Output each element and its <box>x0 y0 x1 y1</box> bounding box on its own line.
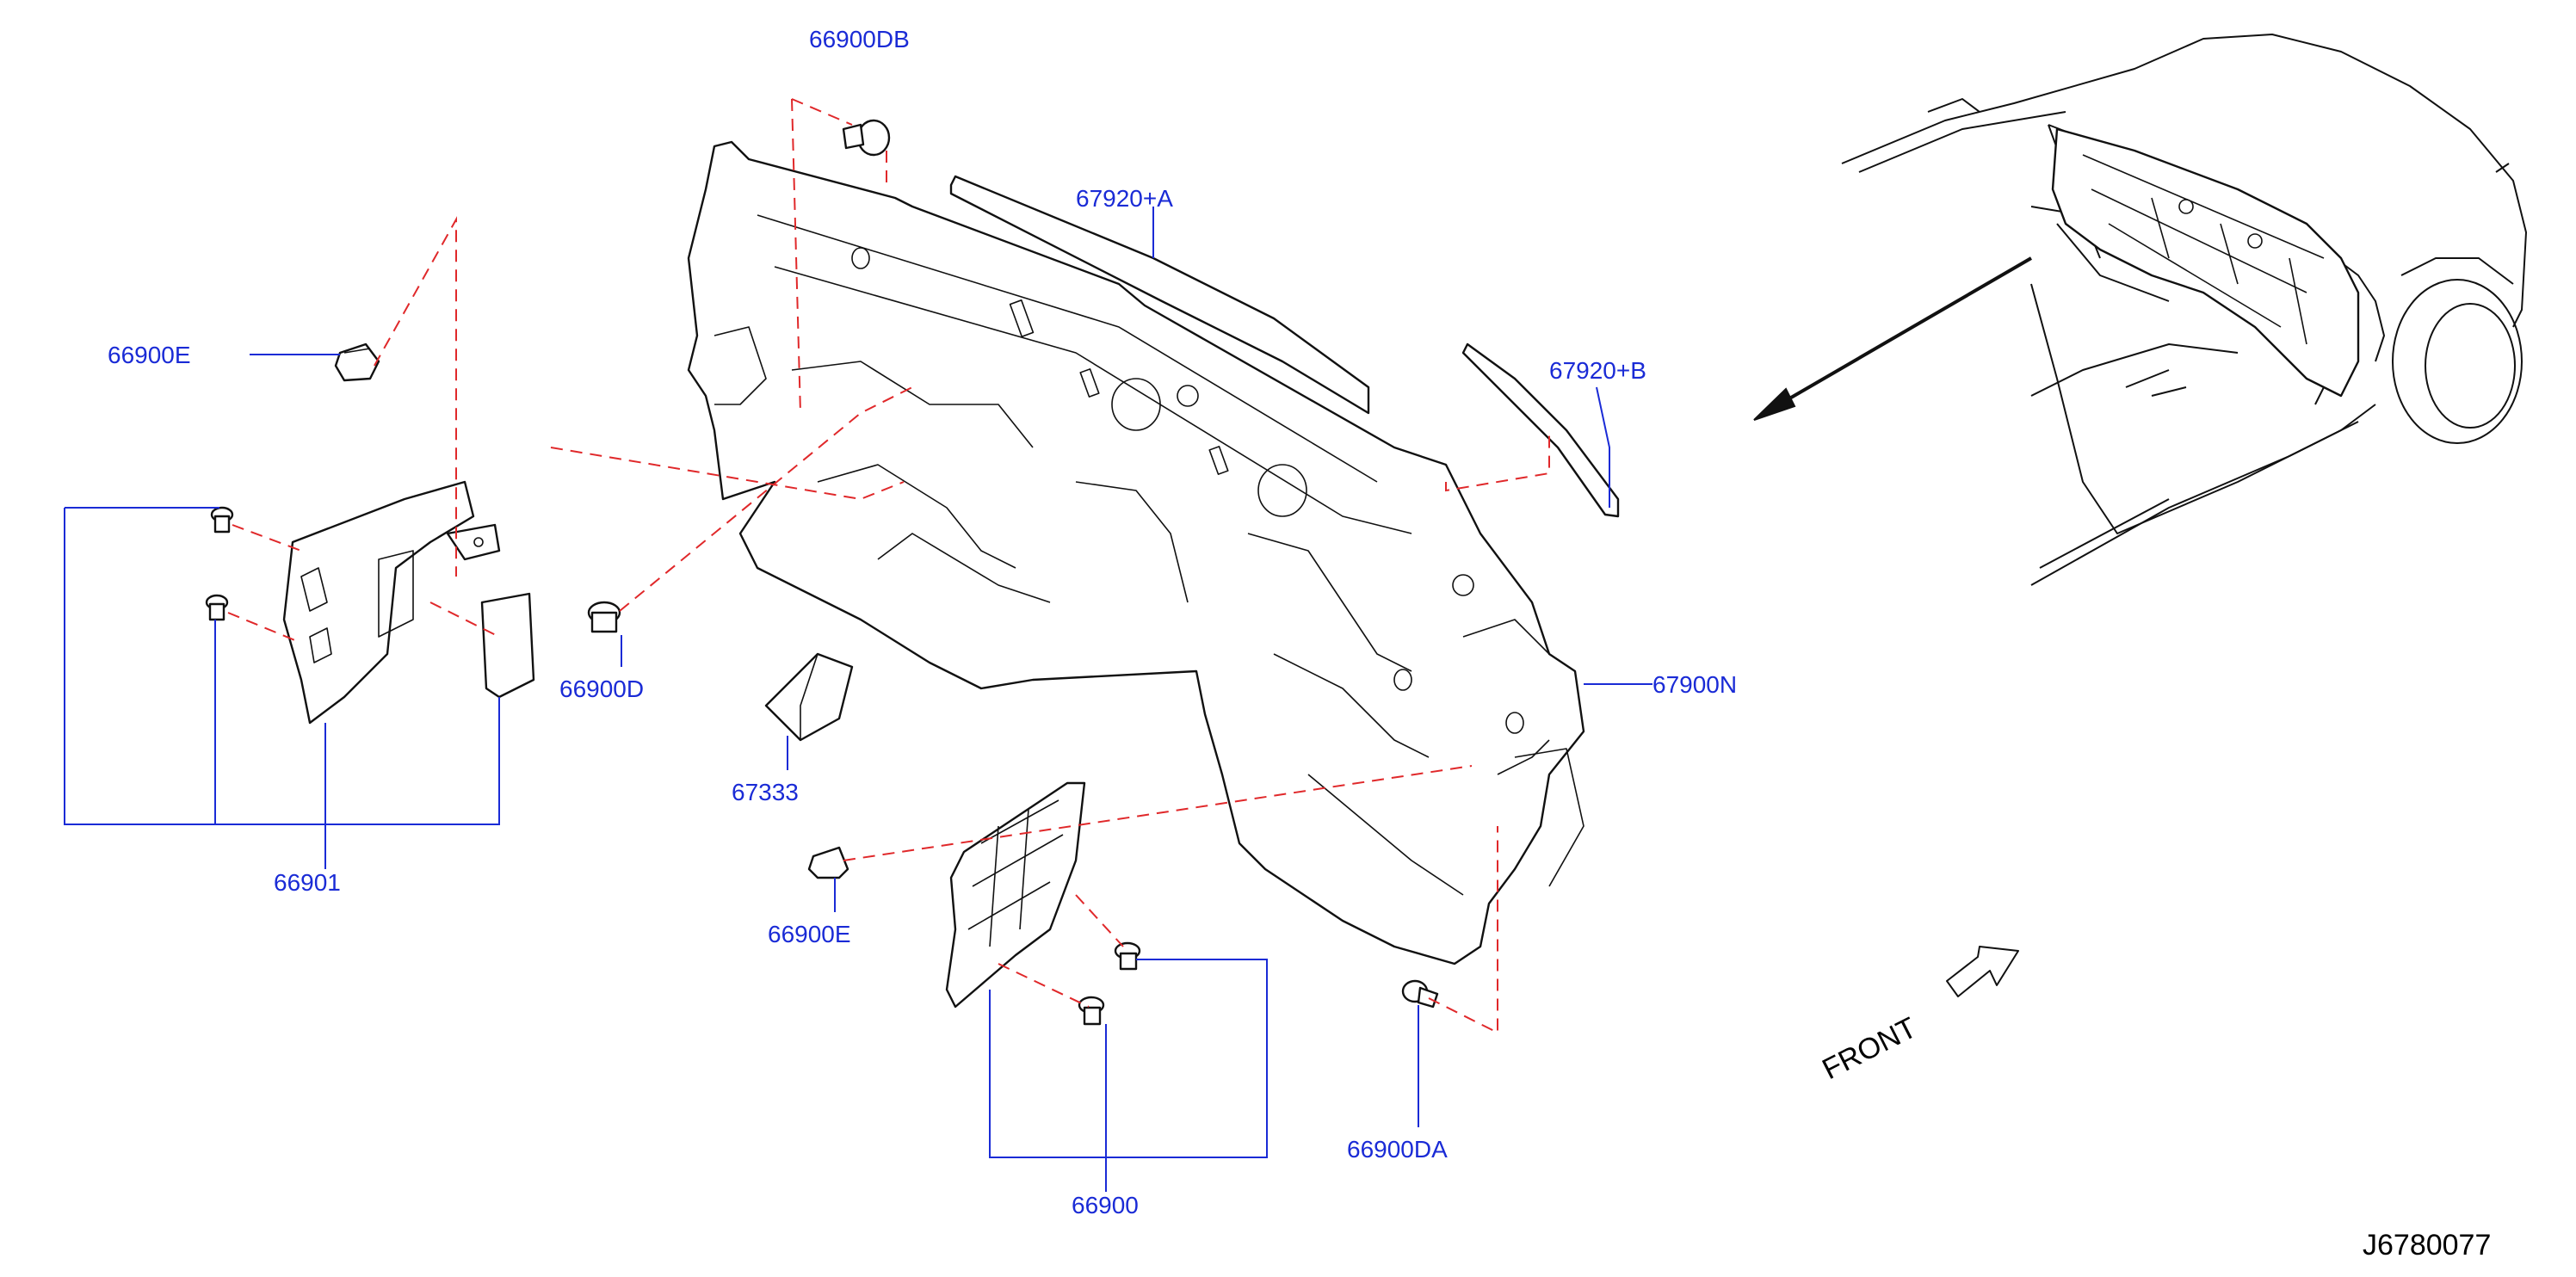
label-66900db: 66900DB <box>809 26 910 52</box>
cover-plate <box>480 592 535 699</box>
label-67920a: 67920+A <box>1076 185 1173 212</box>
label-66900e-lower: 66900E <box>768 921 851 947</box>
block-67333 <box>764 652 854 742</box>
label-66900: 66900 <box>1072 1192 1139 1218</box>
bracket-66901 <box>282 480 501 725</box>
dash-insulator-panel <box>687 140 1585 965</box>
label-66900e-upper: 66900E <box>108 342 191 368</box>
clip-66900-upper <box>1114 941 1141 971</box>
label-66900d: 66900D <box>559 676 644 702</box>
direction-arrow <box>1753 256 2033 421</box>
clip-66900d <box>587 601 621 633</box>
clip-66900db <box>842 119 891 157</box>
label-66900da: 66900DA <box>1347 1136 1448 1163</box>
label-67900n: 67900N <box>1652 671 1737 698</box>
vehicle-location-inset <box>1841 34 2527 586</box>
label-67333: 67333 <box>732 779 799 805</box>
front-indicator: FRONT <box>1817 946 2019 1086</box>
clip-66900e-lower <box>807 846 849 879</box>
label-66901: 66901 <box>274 869 341 896</box>
clip-66900e-upper <box>334 342 380 382</box>
clip-66900-lower <box>1078 996 1105 1026</box>
top-strip-67920a <box>949 175 1370 415</box>
phantom-lines <box>227 98 1550 1034</box>
bracket-66900 <box>945 781 1086 1009</box>
label-67920b: 67920+B <box>1549 357 1646 384</box>
side-strip-67920b <box>1461 342 1620 518</box>
leader-lines <box>64 207 1652 1192</box>
diagram-reference-id: J6780077 <box>2363 1229 2491 1262</box>
clip-66901-upper <box>210 506 234 534</box>
clip-66900da <box>1401 979 1439 1009</box>
front-label: FRONT <box>1817 1011 1922 1086</box>
clip-66901-lower <box>205 594 229 621</box>
